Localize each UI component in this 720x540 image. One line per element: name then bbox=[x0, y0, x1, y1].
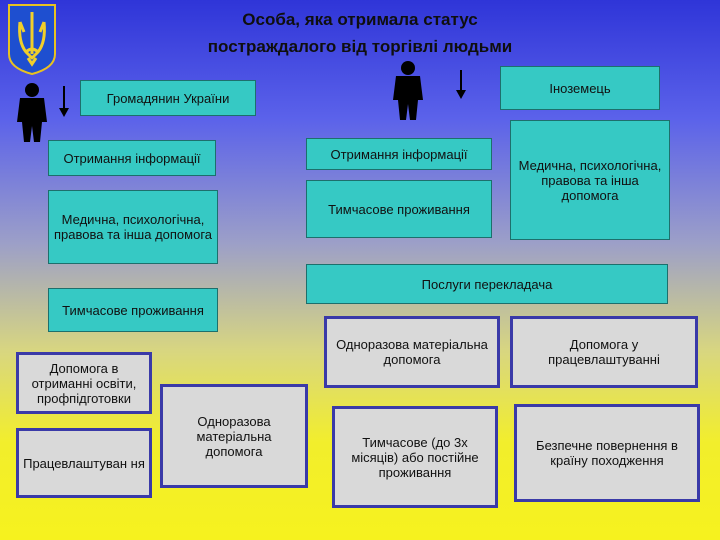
safe-return-box: Безпечне повернення в країну походження bbox=[514, 404, 700, 502]
right-medical-label: Медична, психологічна, правова та інша д… bbox=[518, 157, 662, 203]
right-one-time-aid-box: Одноразова матеріальна допомога bbox=[324, 316, 500, 388]
right-housing-box: Тимчасове проживання bbox=[306, 180, 492, 238]
left-one-time-aid-box: Одноразова матеріальна допомога bbox=[160, 384, 308, 488]
left-employment-box: Працевлаштуван ня bbox=[16, 428, 152, 498]
person-silhouette-icon bbox=[393, 61, 423, 120]
job-help-box: Допомога у працевлаштуванні bbox=[510, 316, 698, 388]
left-info-label: Отримання інформації bbox=[63, 150, 201, 166]
right-housing-label: Тимчасове проживання bbox=[328, 201, 470, 217]
page-title: Особа, яка отримала статус постраждалого… bbox=[140, 6, 580, 60]
translator-box: Послуги перекладача bbox=[306, 264, 668, 304]
left-housing-box: Тимчасове проживання bbox=[48, 288, 218, 332]
residence-box: Тимчасове (до 3х місяців) або постійне п… bbox=[332, 406, 498, 508]
safe-return-label: Безпечне повернення в країну походження bbox=[536, 438, 678, 468]
down-arrow-icon bbox=[59, 86, 69, 117]
left-education-box: Допомога в отриманні освіти, профпідгото… bbox=[16, 352, 152, 414]
down-arrow-icon bbox=[456, 70, 466, 99]
left-housing-label: Тимчасове проживання bbox=[62, 302, 204, 318]
residence-label: Тимчасове (до 3х місяців) або постійне п… bbox=[351, 434, 479, 480]
foreigner-box: Іноземець bbox=[500, 66, 660, 110]
translator-label: Послуги перекладача bbox=[421, 276, 553, 292]
right-info-label: Отримання інформації bbox=[330, 146, 468, 162]
foreigner-label: Іноземець bbox=[549, 80, 611, 96]
left-employment-label: Працевлаштуван ня bbox=[23, 455, 145, 471]
title-line-2: постраждалого від торгівлі людьми bbox=[207, 37, 513, 56]
person-silhouette-icon bbox=[17, 83, 47, 142]
right-one-time-aid-label: Одноразова матеріальна допомога bbox=[336, 337, 488, 367]
coat-of-arms-icon bbox=[8, 4, 56, 76]
right-info-box: Отримання інформації bbox=[306, 138, 492, 170]
left-medical-box: Медична, психологічна, правова та інша д… bbox=[48, 190, 218, 264]
left-one-time-aid-label: Одноразова матеріальна допомога bbox=[196, 413, 272, 459]
left-education-label: Допомога в отриманні освіти, профпідгото… bbox=[31, 360, 137, 406]
left-info-box: Отримання інформації bbox=[48, 140, 216, 176]
citizen-of-ukraine-box: Громадянин України bbox=[80, 80, 256, 116]
job-help-label: Допомога у працевлаштуванні bbox=[548, 337, 660, 367]
citizen-of-ukraine-label: Громадянин України bbox=[106, 90, 230, 106]
title-line-1: Особа, яка отримала статус bbox=[242, 10, 478, 29]
right-medical-box: Медична, психологічна, правова та інша д… bbox=[510, 120, 670, 240]
left-medical-label: Медична, психологічна, правова та інша д… bbox=[53, 212, 213, 242]
